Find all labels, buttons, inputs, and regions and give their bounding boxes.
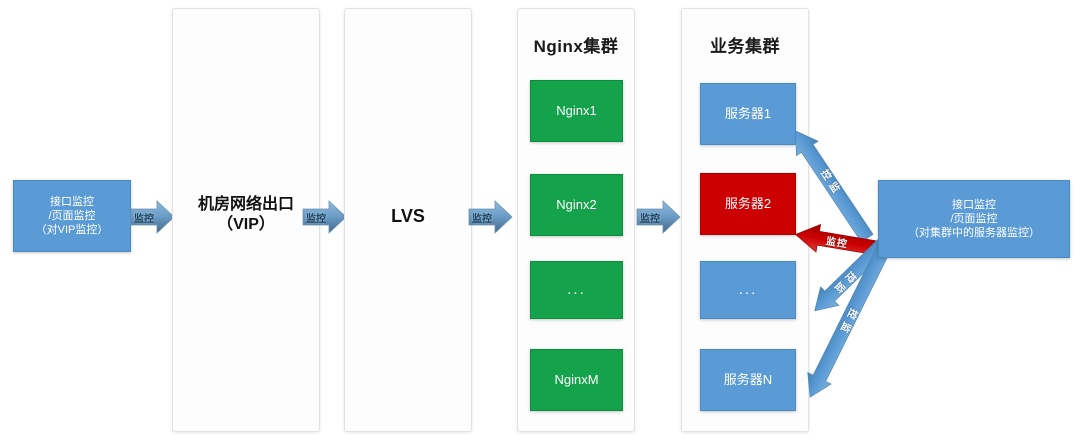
monitor-arrow-server1: 监控 [784, 123, 878, 246]
monitor-arrow-serverN: 监控 [798, 231, 901, 404]
nginx-node-2[interactable]: Nginx2 [530, 174, 623, 236]
right-monitor-box[interactable]: 接口监控 /页面监控 （对集群中的服务器监控） [878, 180, 1070, 258]
flow-arrow-2: 监控 [302, 200, 347, 234]
nginx-node-ellipsis[interactable]: ... [530, 261, 623, 319]
monitor-arrow-server2: 监控 [792, 219, 878, 262]
left-monitor-box[interactable]: 接口监控 /页面监控 （对VIP监控） [13, 180, 131, 252]
monitor-arrow-server-ellipsis: 监控 [805, 231, 896, 321]
gateway-column [172, 8, 320, 432]
flow-arrow-4: 监控 [636, 200, 681, 234]
service-node-2[interactable]: 服务器2 [700, 173, 796, 235]
lvs-label: LVS [391, 206, 425, 226]
lvs-column [344, 8, 472, 432]
nginx-node-m[interactable]: NginxM [530, 349, 623, 411]
service-node-ellipsis[interactable]: ... [700, 261, 796, 319]
flow-arrow-1: 监控 [130, 200, 175, 234]
nginx-node-1[interactable]: Nginx1 [530, 80, 623, 142]
service-node-1[interactable]: 服务器1 [700, 83, 796, 145]
nginx-cluster-title: Nginx集群 [533, 37, 619, 56]
service-node-n[interactable]: 服务器N [700, 349, 796, 411]
service-cluster-title: 业务集群 [710, 37, 780, 56]
flow-arrow-3: 监控 [468, 200, 513, 234]
gateway-label: 机房网络出口 （VIP） [197, 196, 294, 234]
